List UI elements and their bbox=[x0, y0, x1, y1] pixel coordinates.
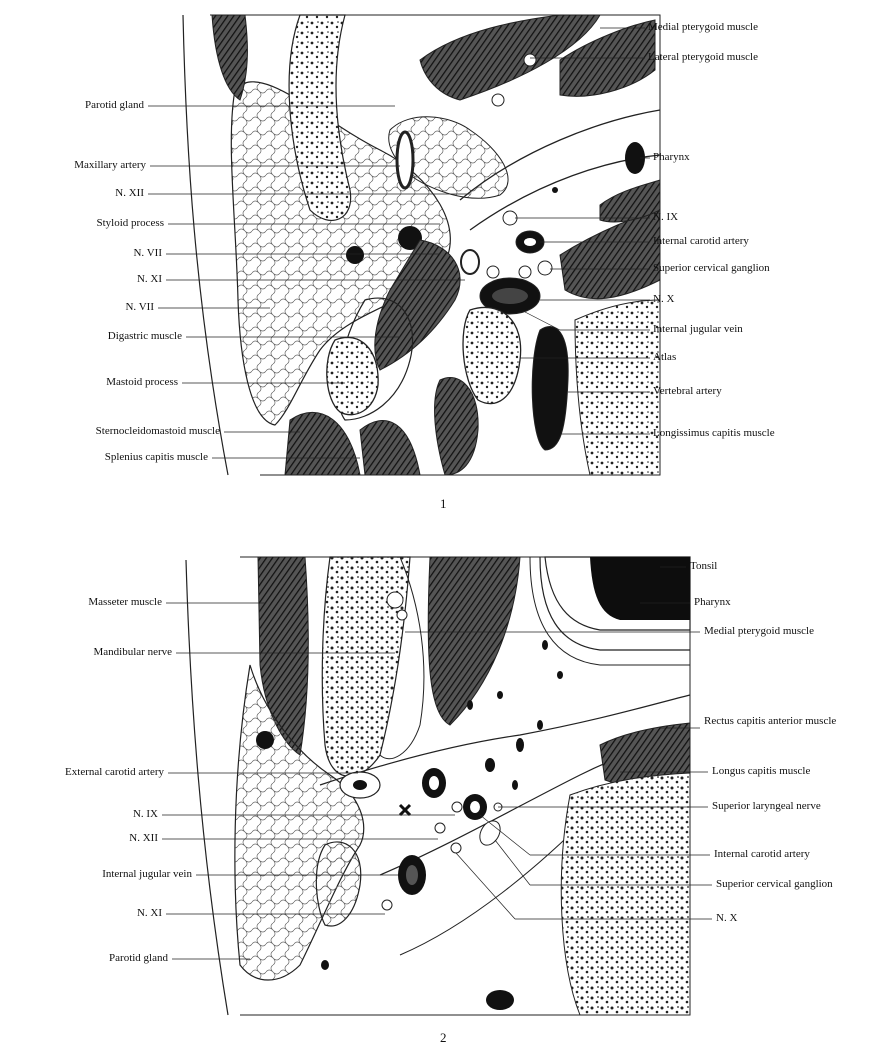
label-n-vii: N. VII bbox=[20, 247, 162, 260]
figure-2-number: 2 bbox=[440, 1030, 447, 1046]
label-longissimus-capitis-muscle: Longissimus capitis muscle bbox=[653, 427, 775, 440]
label-n-vii-lower: N. VII bbox=[20, 301, 154, 314]
label-n-xii: N. XII bbox=[20, 832, 158, 845]
superior-cervical-ganglion-shape bbox=[538, 261, 552, 275]
n-x-shape bbox=[451, 843, 461, 853]
label-pharynx: Pharynx bbox=[694, 596, 731, 609]
tonsil-shape bbox=[590, 557, 690, 620]
n-ix-shape bbox=[452, 802, 462, 812]
label-mandibular-nerve: Mandibular nerve bbox=[20, 646, 172, 659]
label-n-ix: N. IX bbox=[20, 808, 158, 821]
label-longus-capitis-muscle: Longus capitis muscle bbox=[712, 765, 810, 778]
mastoid-process-shape bbox=[327, 337, 378, 414]
longissimus-capitis-shape bbox=[575, 300, 660, 475]
label-superior-cervical-ganglion: Superior cervical ganglion bbox=[653, 262, 770, 275]
medial-pterygoid-shape bbox=[428, 557, 520, 725]
label-n-ix: N. IX bbox=[653, 211, 678, 224]
label-tonsil: Tonsil bbox=[690, 560, 717, 573]
label-n-xii: N. XII bbox=[20, 187, 144, 200]
vertebral-artery-shape bbox=[532, 327, 568, 450]
label-sternocleidomastoid-muscle: Sternocleidomastoid muscle bbox=[2, 425, 220, 438]
skin-outline bbox=[183, 15, 228, 475]
figure-1-number: 1 bbox=[440, 496, 447, 512]
masseter-shape bbox=[212, 15, 247, 100]
longus-shape bbox=[560, 210, 660, 299]
label-n-xi: N. XI bbox=[20, 907, 162, 920]
label-internal-jugular-vein: Internal jugular vein bbox=[653, 323, 743, 336]
label-parotid-gland: Parotid gland bbox=[20, 99, 144, 112]
label-lateral-pterygoid-muscle: Lateral pterygoid muscle bbox=[648, 51, 758, 64]
digastric-shape bbox=[316, 842, 360, 926]
label-masseter-muscle: Masseter muscle bbox=[20, 596, 162, 609]
figure-1-illustration bbox=[0, 0, 895, 520]
label-styloid-process: Styloid process bbox=[20, 217, 164, 230]
n-xii-shape bbox=[435, 823, 445, 833]
maxillary-artery-shape bbox=[397, 132, 413, 188]
label-maxillary-artery: Maxillary artery bbox=[20, 159, 146, 172]
label-internal-jugular-vein: Internal jugular vein bbox=[2, 868, 192, 881]
label-superior-cervical-ganglion: Superior cervical ganglion bbox=[716, 878, 833, 891]
n-ix-shape bbox=[503, 211, 517, 225]
label-vertebral-artery: Vertebral artery bbox=[653, 385, 722, 398]
label-medial-pterygoid-muscle: Medial pterygoid muscle bbox=[648, 21, 758, 34]
label-n-xi: N. XI bbox=[20, 273, 162, 286]
label-pharynx: Pharynx bbox=[653, 151, 690, 164]
label-internal-carotid-artery: Internal carotid artery bbox=[653, 235, 749, 248]
label-parotid-gland: Parotid gland bbox=[20, 952, 168, 965]
label-internal-carotid-artery: Internal carotid artery bbox=[714, 848, 810, 861]
label-medial-pterygoid-muscle: Medial pterygoid muscle bbox=[704, 625, 814, 638]
superior-cervical-ganglion-shape bbox=[476, 817, 505, 849]
figure-1: Parotid gland Maxillary artery N. XII St… bbox=[0, 0, 895, 520]
label-mastoid-process: Mastoid process bbox=[20, 376, 178, 389]
mandibular-nerve-shape bbox=[387, 592, 403, 608]
label-superior-laryngeal-nerve: Superior laryngeal nerve bbox=[712, 800, 821, 813]
label-splenius-capitis-muscle: Splenius capitis muscle bbox=[2, 451, 208, 464]
label-n-x: N. X bbox=[653, 293, 674, 306]
label-rectus-capitis-anterior-muscle: Rectus capitis anterior muscle bbox=[704, 715, 874, 728]
sternocleidomastoid-shape bbox=[285, 412, 360, 475]
label-digastric-muscle: Digastric muscle bbox=[20, 330, 182, 343]
mandible-shape bbox=[322, 557, 410, 776]
atlas-shape bbox=[463, 307, 521, 403]
figure-2: Masseter muscle Mandibular nerve Externa… bbox=[0, 545, 895, 1049]
figure-2-illustration bbox=[0, 545, 895, 1049]
label-n-x: N. X bbox=[716, 912, 737, 925]
n-xi-shape bbox=[382, 900, 392, 910]
longus-capitis-shape bbox=[561, 773, 690, 1015]
label-external-carotid-artery: External carotid artery bbox=[2, 766, 164, 779]
label-atlas: Atlas bbox=[653, 351, 676, 364]
